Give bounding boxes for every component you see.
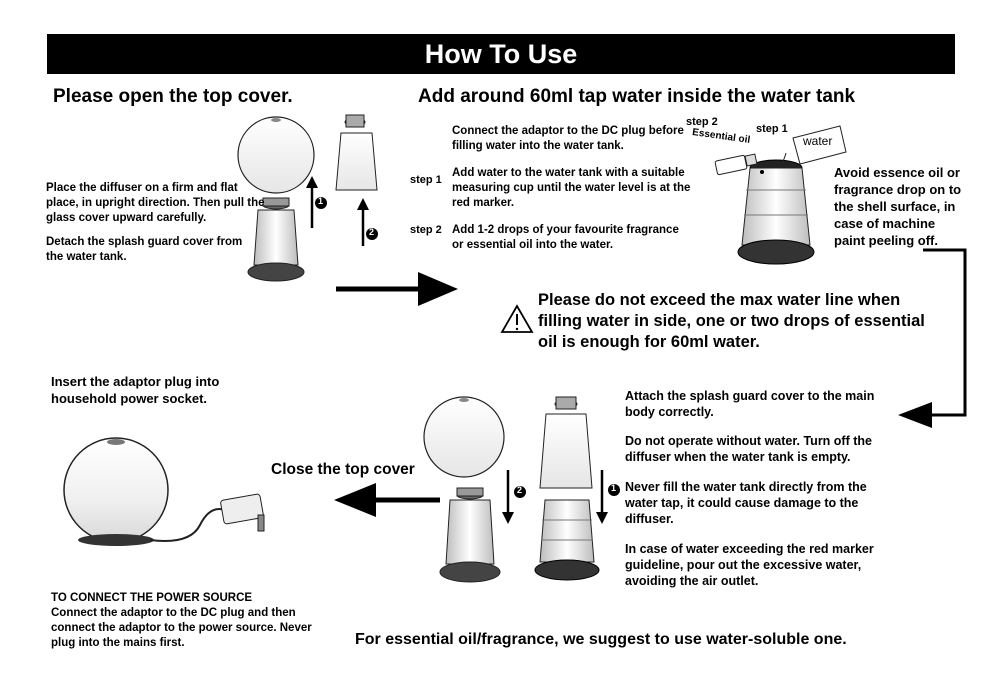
marker-close-2-number: 2 [517, 485, 523, 495]
splash-guard-image [335, 114, 378, 191]
diffuser-base-close-image [439, 487, 501, 583]
note-no-water: Do not operate without water. Turn off t… [625, 434, 872, 464]
power-heading: Insert the adaptor plug into household p… [51, 374, 220, 406]
glass-cover-close-image [423, 396, 505, 478]
detach-guard-text: Detach the splash guard cover from the w… [46, 236, 243, 263]
note-attach-guard: Attach the splash guard cover to the mai… [625, 389, 875, 419]
open-cover-heading: Please open the top cover. [53, 86, 293, 107]
avoid-oil-note: Avoid essence oil or fragrance drop on t… [834, 165, 962, 248]
marker-close-1-number: 1 [611, 483, 617, 493]
power-sub-heading: TO CONNECT THE POWER SOURCE [51, 592, 253, 604]
step-marker-1-icon [315, 197, 327, 209]
step-marker-2-icon [366, 228, 378, 240]
water-tank-close-image [534, 499, 600, 581]
bracket-arrow-icon [898, 248, 967, 428]
splash-guard-close-image [539, 396, 593, 489]
arrow-up-icon [306, 176, 369, 246]
measuring-cup-image [779, 125, 847, 169]
warning-icon [500, 304, 534, 333]
page-title: How To Use [47, 34, 955, 74]
step-marker-close-icon [514, 484, 620, 498]
max-water-warning: Please do not exceed the max water line … [538, 291, 925, 351]
note-excess-water: In case of water exceeding the red marke… [625, 542, 874, 588]
diffuser-assembled-image [63, 437, 169, 546]
right-arrow-icon [336, 272, 458, 306]
adaptor-intro-text: Connect the adaptor to the DC plug befor… [452, 125, 684, 152]
note-no-tap: Never fill the water tank directly from … [625, 480, 867, 526]
power-instructions: Connect the adaptor to the DC plug and t… [51, 607, 312, 649]
diffuser-base-image [247, 197, 305, 282]
diagram-step2-label: step 2 [686, 116, 718, 128]
diagram-step1-label: step 1 [756, 123, 788, 135]
glass-cover-image [237, 116, 315, 194]
close-cover-label: Close the top cover [271, 461, 415, 478]
fill-water-heading: Add around 60ml tap water inside the wat… [418, 86, 856, 107]
marker-2-number: 2 [369, 227, 375, 237]
marker-1-number: 1 [318, 196, 324, 206]
arrow-down-icon [502, 470, 608, 524]
oil-bottle-image [714, 153, 764, 176]
open-cover-text: Place the diffuser on a firm and flat pl… [46, 182, 265, 224]
left-arrow-icon [334, 483, 440, 517]
step1-label: step 1 [410, 174, 442, 186]
water-label: water [803, 134, 833, 148]
water-tank-image [737, 159, 815, 265]
power-adaptor-image [149, 493, 265, 542]
footer-note: For essential oil/fragrance, we suggest … [355, 631, 847, 648]
step2-label: step 2 [410, 224, 442, 236]
step2-text: Add 1-2 drops of your favourite fragranc… [452, 224, 679, 251]
step1-text: Add water to the water tank with a suita… [452, 167, 691, 209]
